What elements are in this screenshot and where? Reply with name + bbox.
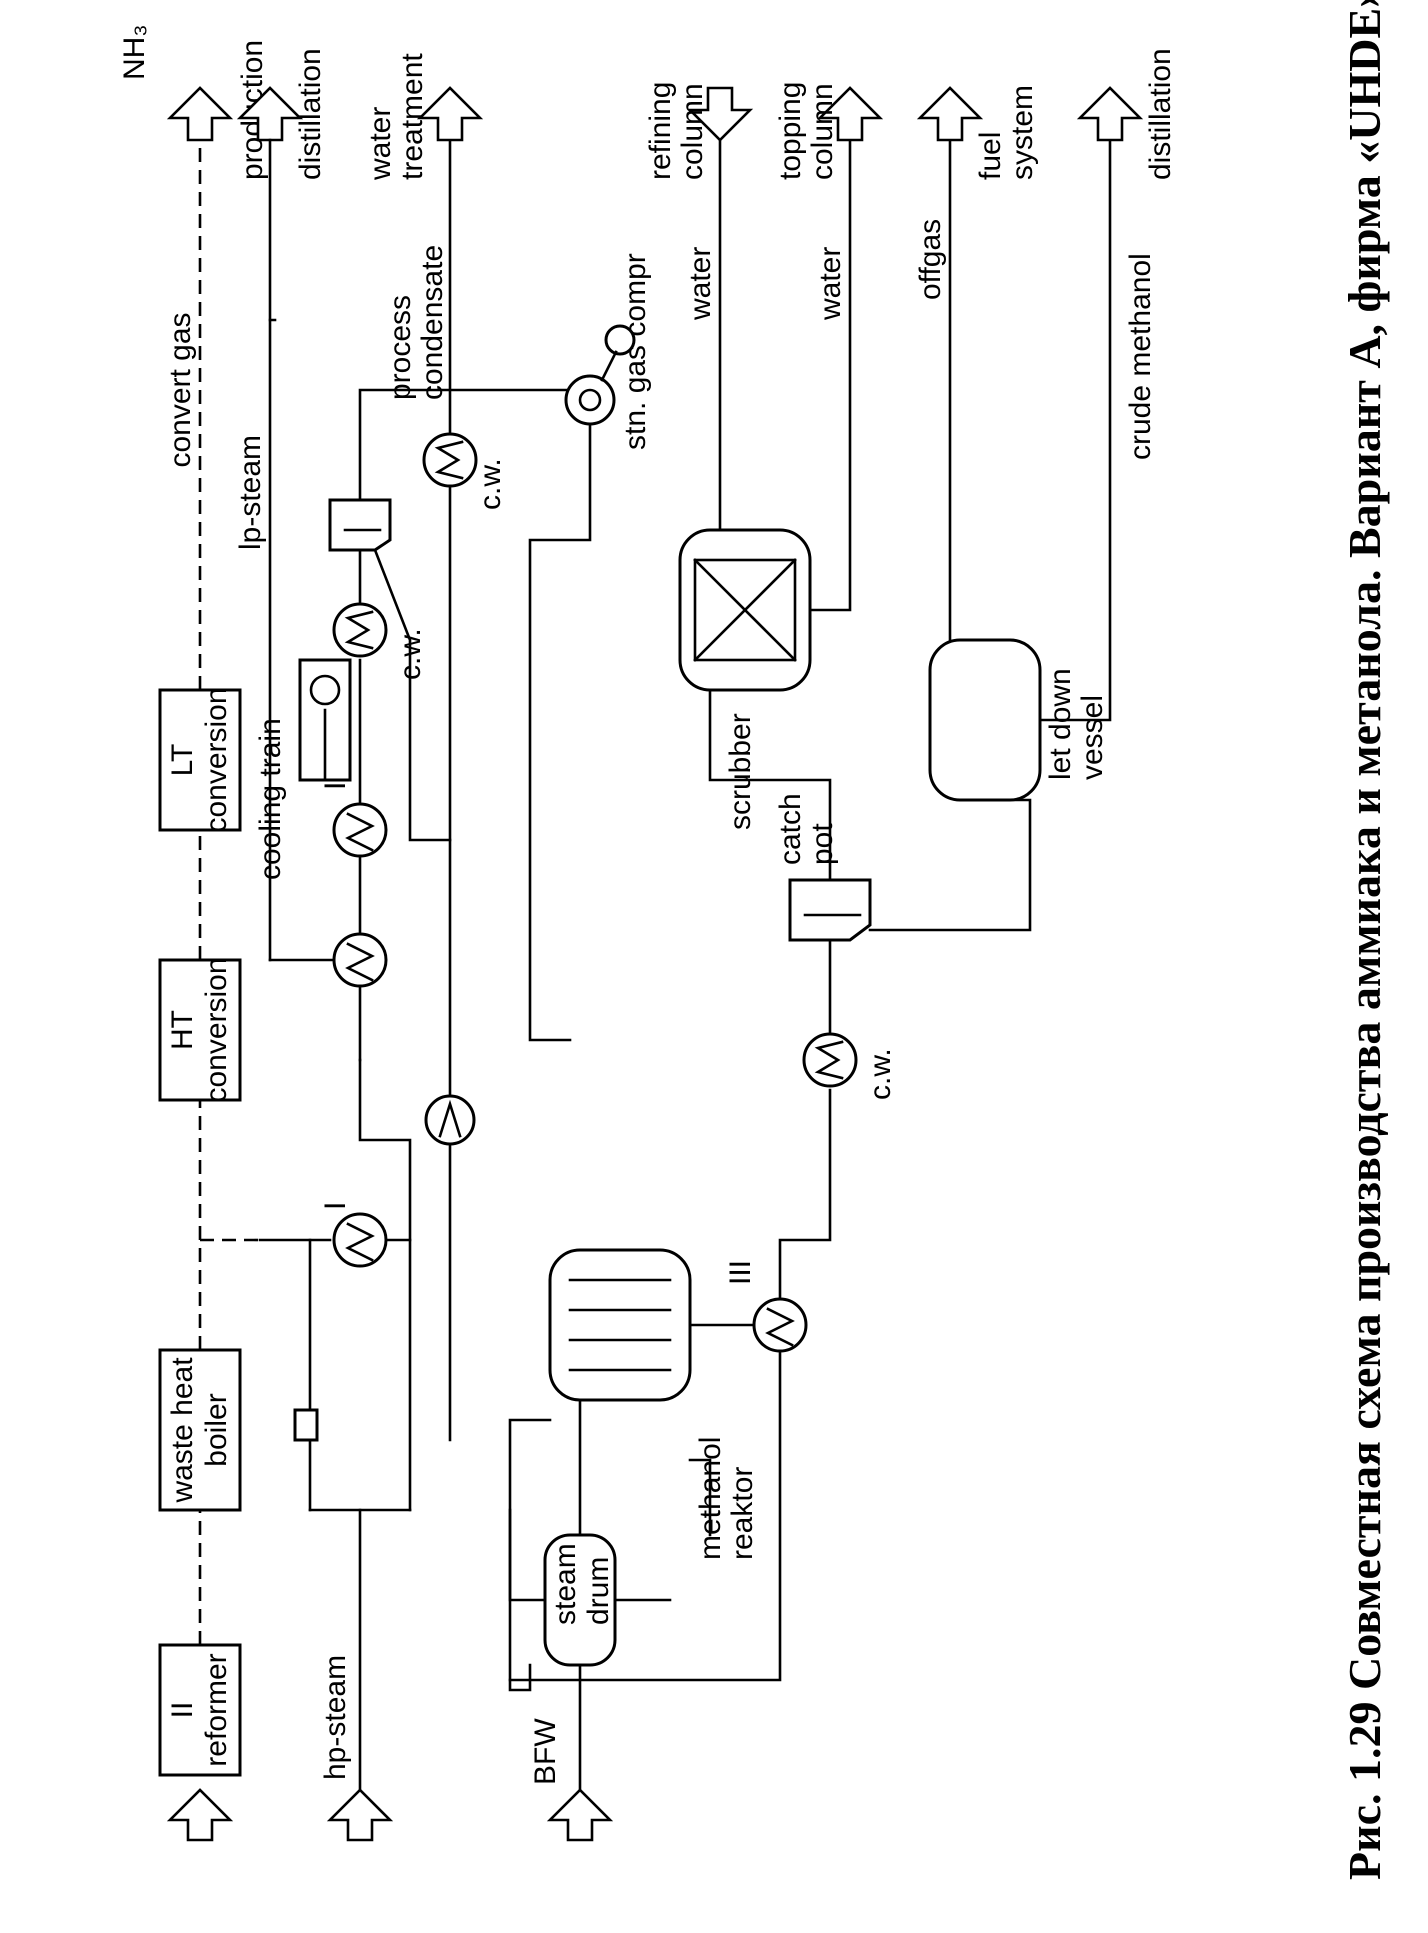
lp-steam-label: lp-steam [234, 435, 267, 550]
feed-input-arrow [166, 1788, 234, 1842]
reformer-label-1: II [166, 1702, 199, 1719]
control-valve [293, 1408, 319, 1442]
distillation-2-output-arrow [1076, 86, 1144, 142]
lt-conversion-block: LT conversion [158, 687, 242, 833]
flow-sheet: II reformer waste heat boiler HT convers… [118, 24, 1177, 1842]
catch-pot-label-1: catch [774, 793, 807, 865]
topping-column-label-1: topping [774, 82, 807, 180]
let-down-vessel [928, 638, 1042, 802]
refining-column-label-2: column [676, 83, 709, 180]
water-cooler-3 [802, 1032, 858, 1088]
heat-exchanger-1 [332, 1212, 388, 1268]
waste-heat-boiler-block: waste heat boiler [158, 1348, 242, 1512]
cw3-label: c.w. [864, 1048, 897, 1100]
hx1-out [358, 1058, 412, 1242]
scrubber-label: scrubber [724, 713, 757, 830]
hp-steam-label: hp-steam [319, 1655, 352, 1780]
water-treatment-output-arrow [416, 86, 484, 142]
fuel-system-label-2: system [1006, 85, 1039, 180]
ht-label-2: conversion [200, 957, 233, 1102]
let-down-vessel-label-1: let down [1044, 668, 1077, 780]
scrubber-water-out [808, 138, 852, 612]
fuel-system-output-arrow [916, 86, 984, 142]
heat-exchanger-3 [752, 1297, 808, 1353]
catch-pot-label-2: pot [806, 823, 839, 865]
caption-group: Рис. 1.29 Совместная схема производства … [1339, 0, 1390, 1880]
figure-caption: Рис. 1.29 Совместная схема производства … [1339, 0, 1390, 1880]
lt-label-2: conversion [200, 687, 233, 832]
water-1-label: water [684, 247, 717, 321]
crude-methanol-label: crude methanol [1124, 253, 1157, 460]
fuel-system-label-1: fuel [974, 132, 1007, 180]
water-cooler-1 [332, 602, 388, 658]
stn-gas-compressor [564, 324, 636, 426]
heat-exchanger-2a [332, 932, 388, 988]
stn-gas-compr-label: stn. gas compr [619, 253, 652, 450]
refining-column-label-1: refining [644, 82, 677, 180]
cw2-label: c.w. [474, 458, 507, 510]
drum-loop [508, 1418, 552, 1692]
crude-methanol-line [1038, 138, 1112, 722]
hx1-label: I [319, 1202, 352, 1210]
catch-pot-liquid [868, 798, 1032, 932]
topping-column-label-2: column [806, 83, 839, 180]
separator-liquid [373, 548, 452, 842]
convert-gas-label: convert gas [164, 312, 197, 467]
hx3-out [778, 1088, 832, 1301]
refining-column-input-arrow [686, 86, 754, 142]
distillation-1-label: distillation [294, 48, 327, 180]
whb-label-1: waste heat [166, 1357, 199, 1504]
cooling-train-label: cooling train [254, 718, 287, 880]
water-treatment-label-1: water [364, 107, 397, 181]
process-label: process [384, 295, 417, 400]
catch-pot-gas [708, 688, 832, 882]
bfw-input-arrow [546, 1788, 614, 1842]
hp-steam-input-arrow [326, 1788, 394, 1842]
steam-drum-label-2: drum [582, 1557, 615, 1625]
distillation-1-output-arrow [236, 86, 304, 142]
offgas-label: offgas [914, 219, 947, 300]
hx3-feed [508, 1349, 782, 1682]
water-treatment-label-2: treatment [396, 53, 429, 180]
steam-drum-label-1: steam [549, 1543, 582, 1625]
ht-conversion-block: HT conversion [158, 957, 242, 1103]
distillation-2-label: distillation [1144, 48, 1177, 180]
bfw-label: BFW [529, 1718, 562, 1785]
whb-label-2: boiler [200, 1393, 233, 1466]
condensate-label: condensate [416, 245, 449, 400]
let-down-vessel-label-2: vessel [1076, 695, 1109, 780]
scrubber [678, 528, 812, 692]
methanol-reactor [548, 1248, 692, 1402]
air-cooler [298, 658, 352, 782]
hx3-label: III [724, 1260, 757, 1285]
nh3-output-arrow [166, 86, 234, 142]
methanol-reaktor-label-2: reaktor [726, 1467, 759, 1560]
compressor-feed [528, 422, 592, 1042]
condensate-pump [424, 1094, 476, 1146]
reformer-block: II reformer [158, 1643, 242, 1777]
topping-column-output-arrow [816, 86, 884, 142]
lt-label-1: LT [166, 744, 199, 777]
catch-pot [788, 878, 872, 942]
heat-exchanger-2b [332, 802, 388, 858]
water-2-label: water [814, 247, 847, 321]
reactor-return [688, 1458, 712, 1537]
separator-vessel [328, 498, 392, 552]
water-cooler-2 [422, 432, 478, 488]
ht-label-1: HT [166, 1010, 199, 1050]
reformer-label-2: reformer [200, 1653, 233, 1766]
drum-steam-out [508, 1508, 547, 1602]
nh3-label: NH₃ [118, 24, 151, 80]
